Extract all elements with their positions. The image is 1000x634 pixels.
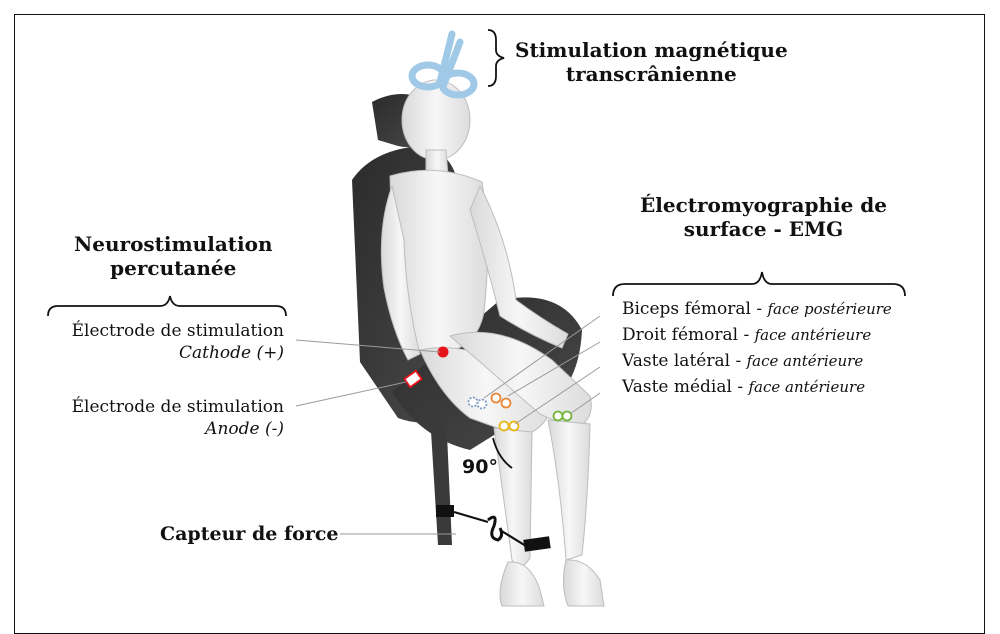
tms-coil [412,34,474,95]
electrode-cathode-label: Électrode de stimulation Cathode (+) [70,320,284,364]
angle-label: 90° [462,456,498,478]
emg-title: Électromyographie de surface - EMG [640,193,887,241]
neuro-brace [48,296,286,316]
force-sensor [454,512,551,552]
electrode-anode-label: Électrode de stimulation Anode (-) [70,396,284,440]
emg-muscle-vaste-lateral: Vaste latéral - face antérieure [622,350,863,372]
emg-brace [613,272,905,296]
tms-title: Stimulation magnétique transcrânienne [515,38,788,86]
emg-muscle-droit: Droit fémoral - face antérieure [622,324,871,346]
force-sensor-label: Capteur de force [160,522,339,546]
emg-muscle-vaste-medial: Vaste médial - face antérieure [622,376,865,398]
neuro-title: Neurostimulation percutanée [74,232,273,280]
emg-muscle-biceps: Biceps fémoral - face postérieure [622,298,892,320]
emg-biceps [469,398,487,409]
tms-brace [488,30,504,86]
shin-right [548,420,590,560]
